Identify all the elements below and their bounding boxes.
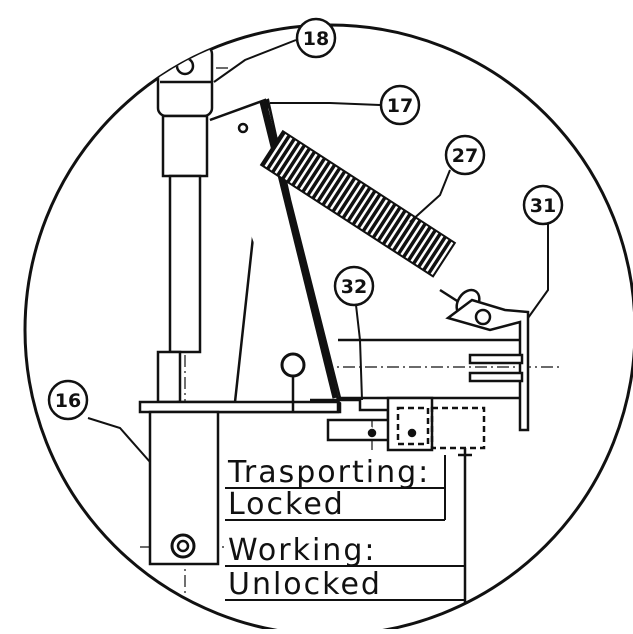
- label-working: Working:: [228, 533, 376, 568]
- svg-text:18: 18: [303, 28, 329, 50]
- callout-32: 32: [333, 265, 375, 307]
- label-unlocked: Unlocked: [228, 567, 382, 602]
- base-plate: [138, 352, 340, 414]
- callout-27: 27: [444, 134, 486, 176]
- part-16-cylinder: [148, 410, 220, 566]
- leader-lines: [87, 39, 549, 463]
- label-locked: Locked: [228, 487, 345, 522]
- callout-16: 16: [47, 379, 89, 421]
- callout-31: 31: [522, 184, 564, 226]
- svg-text:16: 16: [55, 390, 81, 412]
- part-31-fitting: [338, 298, 530, 432]
- callout-18: 18: [295, 17, 337, 59]
- part-18-top-eye: [156, 44, 214, 118]
- svg-text:27: 27: [452, 145, 478, 167]
- part-32-lock: [326, 396, 486, 629]
- svg-text:32: 32: [341, 276, 367, 298]
- label-frame: [225, 455, 465, 601]
- callout-17: 17: [379, 84, 421, 126]
- part-18-rod: [156, 114, 209, 404]
- svg-text:31: 31: [530, 195, 556, 217]
- label-transporting: Trasporting:: [227, 455, 430, 490]
- svg-text:17: 17: [387, 95, 413, 117]
